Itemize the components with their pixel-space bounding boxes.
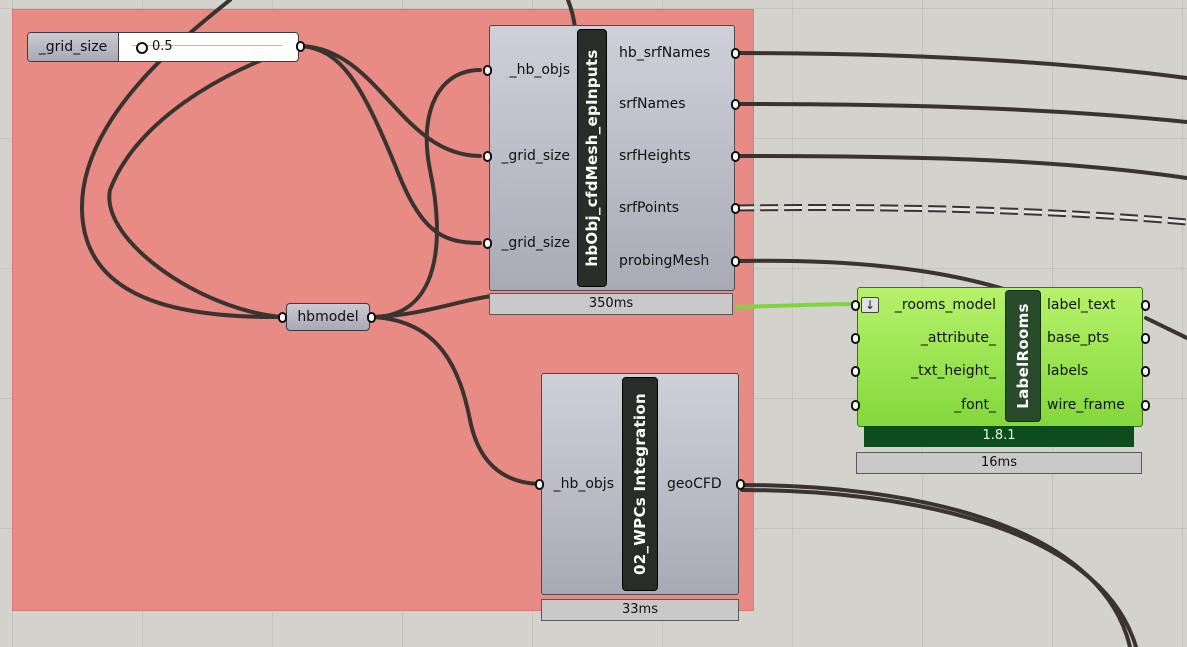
cfdmesh-port-out-4[interactable] [731, 256, 740, 267]
cfdmesh-output-probingmesh: probingMesh [619, 253, 710, 269]
labelrooms-port-in-3[interactable] [851, 400, 860, 411]
slider-output-port[interactable] [296, 41, 305, 52]
labelrooms-port-in-0[interactable] [851, 300, 860, 311]
wire-srfpoints-out-dashed-inner [735, 206, 1187, 224]
cfdmesh-nickname-text: hbObj_cfdMesh_epInputs [583, 49, 601, 267]
wire-hbmodel-to-hbobjs [370, 68, 482, 319]
labelrooms-input-attribute: _attribute_ [920, 330, 996, 346]
labelrooms-nickname-text: LabelRooms [1014, 303, 1032, 409]
wpcs-port-out-0[interactable] [736, 479, 745, 490]
arrow-down-icon[interactable]: ↓ [861, 297, 879, 313]
cfdmesh-port-in-0[interactable] [483, 65, 492, 76]
wire-hbsrfnames-out [734, 51, 1187, 80]
wpcs-nickname-text: 02_WPCs Integration [631, 393, 649, 575]
hbmodel-input-port[interactable] [278, 312, 287, 323]
wire-hbmodel-to-cfdmesh [370, 294, 494, 319]
wire-selected-to-rooms-model [734, 302, 857, 309]
cfdmesh-timer: 350ms [489, 293, 733, 315]
cfdmesh-port-out-3[interactable] [731, 203, 740, 214]
slider-track[interactable] [132, 45, 282, 46]
labelrooms-component[interactable] [857, 287, 1143, 427]
wire-labeltext-out [1144, 316, 1187, 340]
cfdmesh-input-grid-size-2: _grid_size [501, 235, 570, 251]
labelrooms-output-wire-frame: wire_frame [1047, 397, 1125, 413]
wire-geocfd-out [740, 483, 1132, 647]
wire-slider-to-gridsize-2 [300, 44, 482, 245]
labelrooms-port-in-2[interactable] [851, 366, 860, 377]
wpcs-port-in-0[interactable] [535, 479, 544, 490]
labelrooms-input-txt-height: _txt_height_ [911, 363, 996, 379]
labelrooms-input-rooms-model: _rooms_model [894, 297, 996, 313]
wire-srfnames-out [734, 102, 1187, 124]
cfdmesh-port-out-1[interactable] [731, 99, 740, 110]
labelrooms-port-out-0[interactable] [1141, 300, 1150, 311]
cfdmesh-port-out-2[interactable] [731, 151, 740, 162]
slider-grip[interactable] [136, 42, 148, 54]
slider-name: _grid_size [28, 33, 119, 61]
wpcs-timer: 33ms [541, 599, 739, 621]
cfdmesh-input-hb-objs: _hb_objs [509, 62, 570, 78]
wire-geocfd-out-2 [740, 488, 1138, 647]
labelrooms-port-out-1[interactable] [1141, 333, 1150, 344]
labelrooms-output-labels: labels [1047, 363, 1089, 379]
wire-slider-to-hbmodel [107, 44, 304, 319]
cfdmesh-input-grid-size-1: _grid_size [501, 148, 570, 164]
wire-hbmodel-to-wpcs [370, 315, 542, 486]
wpcs-nickname[interactable]: 02_WPCs Integration [622, 377, 658, 591]
cfdmesh-port-in-1[interactable] [483, 151, 492, 162]
cfdmesh-port-out-0[interactable] [731, 48, 740, 59]
labelrooms-port-out-3[interactable] [1141, 400, 1150, 411]
labelrooms-timer: 16ms [856, 452, 1142, 474]
labelrooms-nickname[interactable]: LabelRooms [1005, 290, 1041, 422]
wire-srfheights-out [734, 154, 1187, 180]
wire-offscreen-top-2 [566, 0, 577, 30]
hbmodel-label: hbmodel [297, 309, 359, 325]
labelrooms-port-out-2[interactable] [1141, 366, 1150, 377]
slider-value: 0.5 [152, 39, 173, 54]
cfdmesh-nickname[interactable]: hbObj_cfdMesh_epInputs [577, 29, 607, 287]
labelrooms-input-font: _font_ [954, 397, 996, 413]
cfdmesh-port-in-2[interactable] [483, 238, 492, 249]
wpcs-input-hb-objs: _hb_objs [553, 476, 614, 492]
labelrooms-output-base-pts: base_pts [1047, 330, 1110, 346]
cfdmesh-output-srfnames: srfNames [619, 96, 686, 112]
hbmodel-param[interactable]: hbmodel [286, 303, 370, 331]
hbmodel-output-port[interactable] [367, 312, 376, 323]
labelrooms-version: 1.8.1 [864, 426, 1134, 447]
cfdmesh-component[interactable] [489, 25, 735, 291]
cfdmesh-output-srfpoints: srfPoints [619, 200, 680, 216]
wire-slider-to-gridsize-1 [300, 44, 482, 158]
cfdmesh-output-hb-srfnames: hb_srfNames [619, 45, 711, 61]
labelrooms-output-label-text: label_text [1047, 297, 1116, 313]
labelrooms-port-in-1[interactable] [851, 333, 860, 344]
wpcs-output-geocfd: geoCFD [667, 476, 722, 492]
grid-size-slider[interactable]: _grid_size 0.5 [27, 32, 299, 62]
cfdmesh-output-srfheights: srfHeights [619, 148, 691, 164]
